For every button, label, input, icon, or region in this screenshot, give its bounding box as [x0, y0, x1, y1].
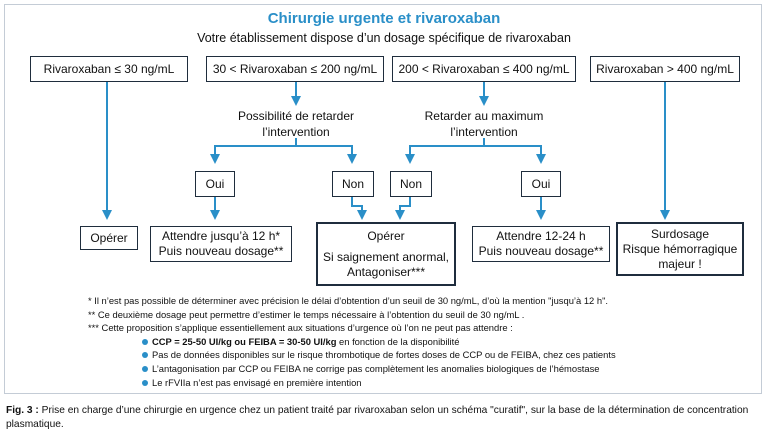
question-retarder-line2: l’intervention	[262, 124, 330, 139]
outcome-surdosage-line2: Risque hémorragique	[622, 241, 738, 256]
arrow-q2-non	[405, 145, 484, 164]
outcome-attendre-12-24h-line2: Puis nouveau dosage**	[478, 244, 604, 258]
outcome-attendre-12h-line2: Puis nouveau dosage**	[158, 244, 284, 258]
outcome-surdosage: Surdosage Risque hémorragique majeur !	[616, 222, 744, 276]
question-retarder-max-line2: l’intervention	[450, 124, 518, 139]
answer-oui-left: Oui	[195, 171, 235, 197]
arrow-q1-non	[296, 145, 357, 164]
arrow-q2-oui	[484, 145, 546, 164]
question-retarder: Possibilité de retarder l’intervention	[216, 109, 376, 140]
diagram-title: Chirurgie urgente et rivaroxaban	[267, 10, 501, 27]
range-box-gt-400: Rivaroxaban > 400 ng/mL	[590, 56, 740, 82]
footnote-2: ** Ce deuxième dosage peut permettre d’e…	[88, 308, 525, 320]
outcome-attendre-12h-line1: Attendre jusqu’à 12 h*	[161, 229, 281, 243]
answer-oui-right: Oui	[521, 171, 561, 197]
outcome-center-line1: Opérer	[367, 228, 405, 243]
footnote-3: *** Cette proposition s’applique essenti…	[88, 322, 513, 334]
footnote-bullet-1-rest: en fonction de la disponibilité	[336, 335, 460, 347]
outcome-attendre-12-24h-line1: Attendre 12-24 h	[496, 229, 586, 243]
footnote-1: * Il n’est pas possible de déterminer av…	[88, 295, 608, 306]
outcome-attendre-12-24h: Attendre 12-24 h Puis nouveau dosage**	[472, 226, 610, 262]
footnotes: * Il n’est pas possible de déterminer av…	[88, 294, 616, 389]
footnote-bullet-4: Le rFVIIa n’est pas envisagé en première…	[88, 376, 616, 390]
footnote-bullet-3: L’antagonisation par CCP ou FEIBA ne cor…	[88, 362, 616, 376]
arrow-non2-center	[395, 197, 411, 220]
diagram-subtitle: Votre établissement dispose d’un dosage …	[197, 31, 571, 45]
answer-non-left: Non	[332, 171, 374, 197]
range-box-30-200: 30 < Rivaroxaban ≤ 200 ng/mL	[206, 56, 384, 82]
outcome-center-line2: Si saignement anormal,	[322, 249, 450, 264]
outcome-surdosage-line3: majeur !	[658, 256, 702, 271]
question-retarder-max: Retarder au maximum l’intervention	[404, 109, 564, 140]
figure-caption-label: Fig. 3 :	[6, 405, 39, 416]
answer-non-right: Non	[390, 171, 432, 197]
footnote-bullet-1-bold: CCP = 25-50 UI/kg ou FEIBA = 30-50 UI/kg	[152, 335, 337, 347]
question-retarder-max-line1: Retarder au maximum	[424, 109, 544, 123]
figure-caption-text: Prise en charge d’une chirurgie en urgen…	[6, 405, 749, 430]
range-box-200-400: 200 < Rivaroxaban ≤ 400 ng/mL	[392, 56, 576, 82]
footnote-bullet-2: Pas de données disponibles sur le risque…	[88, 348, 616, 362]
outcome-center-line3: Antagoniser***	[346, 264, 426, 279]
range-box-le-30: Rivaroxaban ≤ 30 ng/mL	[30, 56, 188, 82]
outcome-surdosage-line1: Surdosage	[650, 226, 710, 241]
outcome-attendre-12h: Attendre jusqu’à 12 h* Puis nouveau dosa…	[150, 226, 292, 262]
question-retarder-line1: Possibilité de retarder	[237, 109, 355, 123]
arrow-q1-oui	[210, 145, 296, 164]
arrow-non-center	[351, 197, 367, 220]
outcome-operer: Opérer	[80, 226, 138, 250]
footnote-bullet-1: CCP = 25-50 UI/kg ou FEIBA = 30-50 UI/kg…	[88, 335, 616, 349]
outcome-operer-antagoniser: Opérer Si saignement anormal, Antagonise…	[316, 222, 456, 286]
figure-caption: Fig. 3 : Prise en charge d’une chirurgie…	[6, 404, 762, 431]
